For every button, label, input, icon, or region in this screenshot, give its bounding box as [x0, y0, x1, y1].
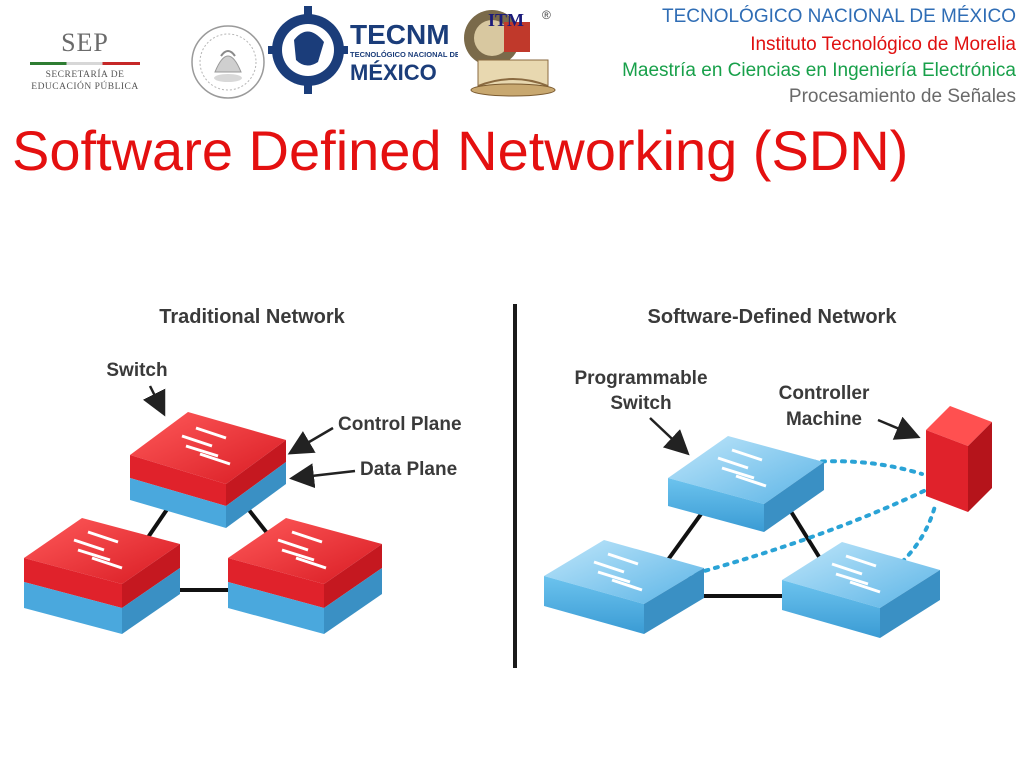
- tecnm-gear-icon: [268, 6, 348, 94]
- mexico-seal-logo: [183, 20, 273, 104]
- traditional-switch-right: [228, 518, 382, 634]
- switch-arrows-icon: [831, 554, 881, 594]
- tecnm-logo: TECNM TECNOLÓGICO NACIONAL DE MÉXICO: [268, 0, 460, 104]
- switch-label: Switch: [106, 360, 167, 381]
- switch-arrows-icon: [593, 552, 643, 592]
- itm-initials: ITM: [488, 10, 524, 30]
- traditional-network-title: Traditional Network: [159, 306, 345, 328]
- sep-logo-tricolor-line: [30, 62, 140, 65]
- header-line-institute: Instituto Tecnológico de Morelia: [750, 34, 1016, 55]
- data-plane-label: Data Plane: [360, 459, 457, 480]
- switch-arrows-icon: [277, 530, 327, 570]
- sep-logo-subtitle-1: SECRETARÍA DE: [45, 70, 125, 80]
- header-line-tecnm: TECNOLÓGICO NACIONAL DE MÉXICO: [661, 6, 1016, 27]
- itm-logo: ITM: [458, 2, 558, 98]
- tecnm-country: MÉXICO: [350, 60, 437, 85]
- software-defined-network-title: Software-Defined Network: [648, 306, 898, 328]
- switch-arrows-icon: [73, 530, 123, 570]
- data-plane-arrow: [289, 463, 356, 489]
- switch-arrow: [142, 385, 166, 417]
- sep-logo-subtitle-2: EDUCACIÓN PÚBLICA: [31, 82, 139, 92]
- control-plane-arrow: [287, 426, 334, 455]
- header-line-program: Maestría en Ciencias en Ingeniería Elect…: [622, 60, 1016, 81]
- controller-machine-icon: [926, 406, 992, 512]
- switch-arrows-icon: [717, 448, 767, 488]
- control-plane-label: Control Plane: [338, 414, 462, 435]
- controller-control-links: [684, 459, 938, 578]
- sdn-switch-right: [782, 542, 940, 638]
- sep-logo: SEP SECRETARÍA DE EDUCACIÓN PÚBLICA: [10, 20, 170, 104]
- sep-logo-title: SEP: [61, 28, 109, 57]
- sdn-switch-top: [668, 436, 824, 532]
- traditional-switch-left: [24, 518, 180, 634]
- sdn-switch-left: [544, 540, 704, 634]
- controller-label-line-2: Machine: [786, 409, 862, 430]
- controller-arrow: [877, 416, 921, 440]
- traditional-switch-top: [130, 412, 286, 528]
- programmable-switch-label-line-1: Programmable: [574, 368, 707, 389]
- registered-mark: ®: [542, 8, 551, 22]
- controller-label-line-1: Controller: [779, 383, 870, 404]
- programmable-switch-label-line-2: Switch: [610, 393, 671, 414]
- programmable-switch-arrow: [649, 417, 690, 456]
- switch-arrows-icon: [181, 426, 231, 466]
- tecnm-name: TECNM: [350, 19, 450, 50]
- tecnm-subtitle: TECNOLÓGICO NACIONAL DE: [350, 50, 458, 59]
- header-line-course: Procesamiento de Señales: [788, 86, 1016, 107]
- slide-title: Software Defined Networking (SDN): [12, 119, 909, 182]
- sdn-comparison-diagram: Traditional Network Switch Control Plane…: [24, 304, 992, 668]
